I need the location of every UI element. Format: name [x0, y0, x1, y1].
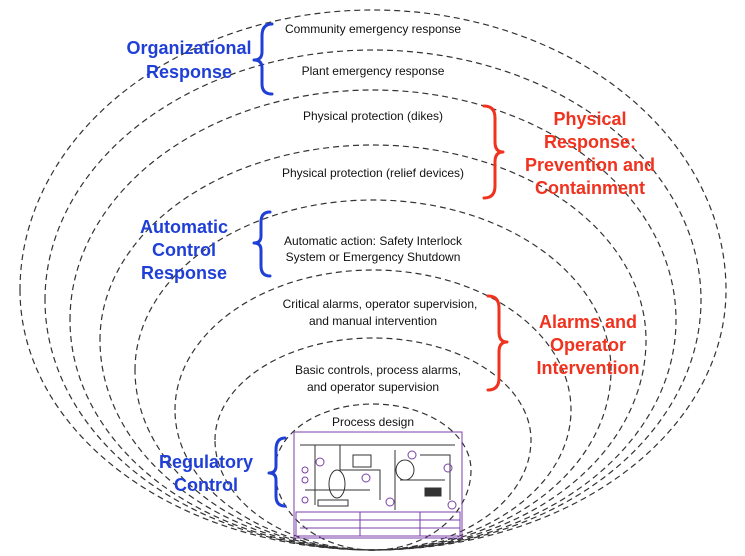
- brace-physical: [482, 104, 505, 200]
- group-automatic-line-2: Control: [152, 240, 216, 260]
- group-regulatory-line-2: Control: [174, 475, 238, 495]
- layer-label-relief: Physical protection (relief devices): [282, 166, 464, 180]
- brace-automatic: [252, 210, 272, 278]
- ring-critical-alarms: [174, 269, 572, 551]
- group-titles: Organizational Response Physical Respons…: [126, 38, 655, 495]
- group-regulatory-line-1: Regulatory: [159, 452, 253, 472]
- group-physical-line-3: Prevention and: [525, 155, 655, 175]
- layer-labels: Community emergency response Plant emerg…: [282, 22, 477, 429]
- group-alarms-line-2: Operator: [550, 335, 626, 355]
- brace-alarms: [486, 294, 509, 392]
- layer-label-critical-line-2: and manual intervention: [309, 314, 437, 328]
- layer-label-basic-line-1: Basic controls, process alarms,: [295, 363, 461, 377]
- group-automatic-line-3: Response: [141, 263, 227, 283]
- layer-label-dikes: Physical protection (dikes): [303, 109, 443, 123]
- layer-label-critical-line-1: Critical alarms, operator supervision,: [283, 297, 478, 311]
- layer-label-process-design: Process design: [332, 415, 414, 429]
- group-braces: [252, 22, 509, 508]
- group-organizational-line-1: Organizational: [126, 38, 251, 58]
- brace-regulatory: [267, 436, 287, 508]
- process-schematic-icon: [293, 431, 463, 539]
- layer-label-automatic-line-1: Automatic action: Safety Interlock: [284, 234, 463, 248]
- group-physical-line-4: Containment: [535, 178, 645, 198]
- layer-label-automatic-line-2: System or Emergency Shutdown: [286, 250, 461, 264]
- brace-organizational: [252, 22, 274, 96]
- group-organizational-line-2: Response: [146, 62, 232, 82]
- group-alarms-line-1: Alarms and: [539, 312, 637, 332]
- schematic-title-block: [295, 511, 461, 537]
- group-physical-line-2: Response:: [544, 132, 636, 152]
- ring-automatic: [134, 199, 612, 551]
- ring-process-design: [274, 403, 472, 551]
- layer-label-community: Community emergency response: [285, 22, 461, 36]
- schematic-frame: [293, 431, 463, 539]
- group-automatic-line-1: Automatic: [140, 217, 228, 237]
- layer-label-basic-line-2: and operator supervision: [307, 380, 439, 394]
- ring-dikes: [69, 89, 677, 551]
- layer-label-plant: Plant emergency response: [302, 64, 445, 78]
- group-physical-line-1: Physical: [553, 109, 626, 129]
- ring-community: [19, 9, 727, 551]
- protection-rings: [19, 9, 727, 551]
- group-alarms-line-3: Intervention: [536, 358, 639, 378]
- ring-relief: [99, 144, 647, 551]
